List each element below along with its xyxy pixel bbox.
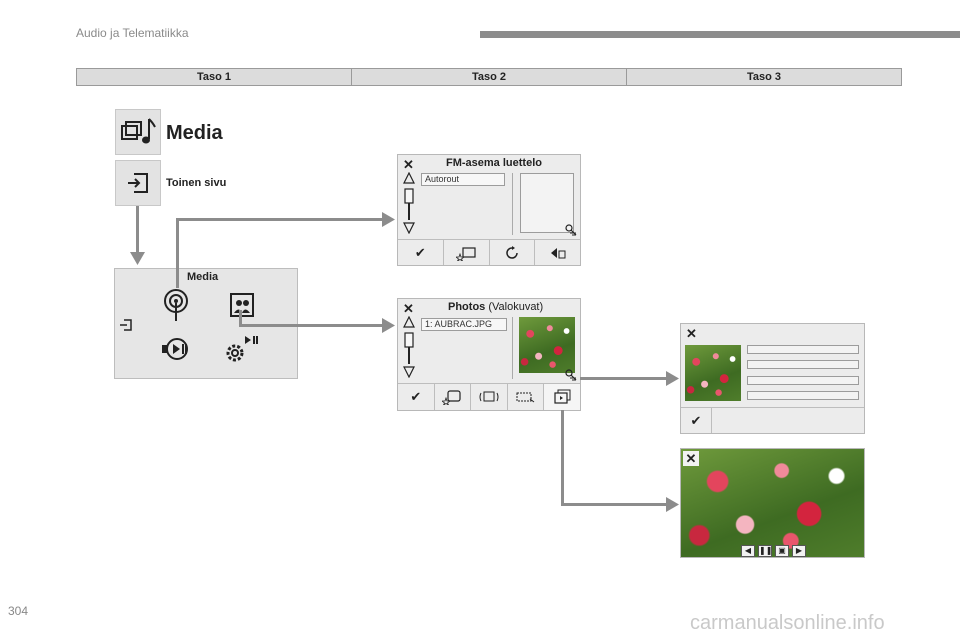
fm-station-list-screen: ✕ FM-asema luettelo Autorout ✔ (397, 154, 581, 266)
close-icon[interactable]: ✕ (686, 326, 697, 341)
refresh-button[interactable] (490, 240, 536, 265)
star-photo-icon (442, 390, 461, 405)
media-panel: Media (114, 268, 298, 379)
fm-screen-title: FM-asema luettelo (446, 157, 542, 169)
tune-button[interactable] (535, 240, 580, 265)
media-panel-title: Media (187, 271, 219, 283)
close-icon[interactable]: ✕ (683, 451, 699, 466)
photos-screen: ✕ Photos (Valokuvat) 1: AUBRAC.JPG ✔ (397, 298, 581, 411)
page-enter-icon (128, 173, 148, 193)
close-icon[interactable]: ✕ (403, 157, 414, 172)
level-2: Taso 2 (352, 69, 627, 85)
previous-button[interactable]: ◀ (741, 545, 755, 557)
favorite-radio-button[interactable] (444, 240, 490, 265)
list-icon[interactable] (565, 224, 577, 236)
confirm-button[interactable]: ✔ (398, 240, 444, 265)
radio-icon[interactable] (163, 288, 189, 322)
photo-thumbnail[interactable] (519, 317, 575, 373)
watermark: carmanualsonline.info (690, 612, 885, 634)
tune-icon (550, 247, 566, 258)
connector-line (561, 410, 564, 506)
fullscreen-icon (554, 389, 571, 404)
arrow-right-icon (666, 371, 679, 386)
back-icon[interactable] (119, 318, 133, 332)
media-title: Media (166, 122, 223, 144)
connector-line (136, 206, 139, 258)
level-3: Taso 3 (746, 71, 782, 83)
levels-bar: Taso 1 Taso 2 Taso 3 (76, 68, 902, 86)
media-note-icon (121, 118, 156, 144)
connector-line (176, 218, 384, 221)
arrow-right-icon: ▶ (795, 546, 803, 555)
refresh-icon (506, 245, 518, 259)
display-icon (516, 392, 534, 403)
confirm-button[interactable]: ✔ (398, 384, 435, 410)
arrow-left-icon: ◀ (744, 546, 752, 555)
second-page-label: Toinen sivu (166, 177, 227, 189)
connector-line (561, 503, 668, 506)
photos-toolbar: ✔ (398, 383, 580, 410)
pause-button[interactable]: ❚❚ (758, 545, 772, 557)
scroll-control[interactable] (402, 172, 416, 234)
divider (512, 317, 513, 379)
display-mode-button[interactable] (508, 384, 545, 410)
divider (512, 173, 513, 235)
media-tile-icon[interactable] (115, 109, 161, 155)
photos-icon[interactable] (230, 293, 254, 317)
slideshow-icon (479, 391, 499, 402)
close-icon[interactable]: ✕ (403, 301, 414, 316)
photo-file-field[interactable]: 1: AUBRAC.JPG (421, 318, 507, 331)
slideshow-button[interactable] (471, 384, 508, 410)
check-icon: ✔ (414, 244, 426, 260)
header-title: Audio ja Telematiikka (76, 26, 189, 40)
preview-box (520, 173, 574, 233)
connector-line (580, 377, 668, 380)
list-icon[interactable] (565, 369, 577, 381)
fullscreen-button[interactable] (544, 384, 580, 410)
header-divider (480, 31, 960, 38)
photo-detail-screen: ✕ ✔ (680, 323, 865, 434)
scroll-control[interactable] (402, 316, 416, 378)
settings-play-icon[interactable] (223, 333, 261, 365)
photos-title-rest: (Valokuvat) (485, 301, 544, 313)
star-radio-icon (456, 246, 476, 261)
photo-thumbnail (685, 345, 741, 401)
arrow-right-icon (382, 318, 395, 333)
level-1: Taso 1 (77, 69, 352, 85)
divider (681, 407, 864, 408)
connector-line (176, 218, 179, 288)
fm-toolbar: ✔ (398, 239, 580, 265)
arrow-right-icon (666, 497, 679, 512)
fullscreen-photo-screen: ✕ ◀ ❚❚ ▣ ▶ (680, 448, 865, 558)
pause-icon: ❚❚ (759, 546, 773, 555)
photos-screen-title: Photos (Valokuvat) (448, 301, 543, 313)
station-field[interactable]: Autorout (421, 173, 505, 186)
check-icon: ✔ (690, 412, 702, 428)
next-button[interactable]: ▶ (792, 545, 806, 557)
arrow-down-icon (130, 252, 145, 265)
info-field (747, 345, 859, 354)
check-icon: ✔ (410, 389, 422, 404)
page-number: 304 (8, 604, 29, 618)
info-field (747, 360, 859, 369)
confirm-button[interactable]: ✔ (681, 408, 712, 433)
photos-title-bold: Photos (448, 301, 486, 313)
arrow-right-icon (382, 212, 395, 227)
connector-line (239, 324, 384, 327)
gallery-button[interactable]: ▣ (775, 545, 789, 557)
info-field (747, 376, 859, 385)
gallery-icon: ▣ (778, 546, 786, 555)
second-page-tile[interactable] (115, 160, 161, 206)
info-field (747, 391, 859, 400)
favorite-photo-button[interactable] (435, 384, 472, 410)
media-play-icon[interactable] (161, 337, 193, 361)
connector-line (239, 310, 242, 326)
